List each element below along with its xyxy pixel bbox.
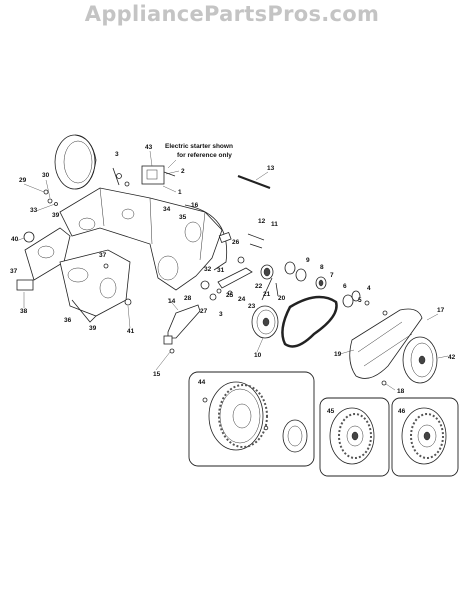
callout-37-left: 37 (10, 268, 18, 275)
callout-18: 18 (397, 388, 405, 395)
note-line-1: Electric starter shown (165, 143, 233, 150)
callout-46: 46 (398, 408, 406, 415)
shaft-hardware (218, 231, 388, 316)
callout-27: 27 (200, 308, 208, 315)
callout-28: 28 (184, 295, 192, 302)
callout-43: 43 (145, 144, 153, 151)
callout-36: 36 (64, 317, 72, 324)
wheel-right (381, 336, 438, 386)
handle-14 (163, 304, 201, 354)
callout-44: 44 (198, 379, 206, 386)
callout-29: 29 (19, 177, 27, 184)
callout-34: 34 (163, 206, 171, 213)
drive-plate (59, 249, 132, 323)
callout-33: 33 (30, 207, 38, 214)
callout-35: 35 (179, 214, 187, 221)
callout-37-right: 37 (99, 252, 107, 259)
callout-22: 22 (255, 283, 263, 290)
left-bracket-assembly (16, 227, 71, 291)
callout-4: 4 (367, 285, 371, 292)
callout-24: 24 (238, 296, 246, 303)
callout-39-bottom: 39 (89, 325, 97, 332)
callout-30: 30 (42, 172, 50, 179)
callout-16: 16 (191, 202, 199, 209)
main-frame (59, 187, 228, 291)
callout-41: 41 (127, 328, 135, 335)
electric-starter (141, 165, 176, 185)
belt-cover-19 (349, 308, 423, 379)
callout-19: 19 (334, 351, 342, 358)
callout-32: 32 (204, 266, 212, 273)
callout-25: 25 (226, 292, 234, 299)
callout-10: 10 (254, 352, 262, 359)
note-line-2: for reference only (177, 152, 232, 159)
callout-23: 23 (248, 303, 256, 310)
watermark: AppliancePartsPros.com (84, 2, 380, 26)
reference-note: Electric starter shown for reference onl… (165, 143, 233, 169)
callout-8: 8 (320, 264, 324, 271)
callout-11: 11 (271, 221, 278, 228)
callout-17: 17 (437, 307, 445, 314)
wheel-option-45-box (319, 397, 390, 477)
callout-40: 40 (11, 236, 19, 243)
callout-31: 31 (217, 267, 225, 274)
callout-20: 20 (278, 295, 286, 302)
callout-26: 26 (232, 239, 240, 246)
callout-6: 6 (343, 283, 347, 290)
upper-hardware (43, 167, 130, 206)
callout-45: 45 (327, 408, 335, 415)
wheel-upper-left (54, 134, 97, 190)
belt-6 (281, 295, 338, 348)
callout-9: 9 (306, 257, 310, 264)
leader-lines (15, 150, 449, 391)
callout-42: 42 (448, 354, 456, 361)
callout-2: 2 (181, 168, 185, 175)
callout-3: 3 (219, 311, 223, 318)
pulley-10 (251, 305, 279, 339)
callout-15: 15 (153, 371, 161, 378)
rod-13 (237, 174, 271, 190)
callout-12: 12 (258, 218, 266, 225)
arm-link (200, 267, 253, 301)
callout-14: 14 (168, 298, 176, 305)
callout-5: 5 (358, 297, 362, 304)
callout-13: 13 (267, 165, 275, 172)
callout-labels: 1 2 3 3 4 5 6 7 8 9 10 11 12 13 14 15 16… (10, 144, 456, 415)
callout-39-top: 39 (52, 212, 60, 219)
callout-21: 21 (263, 291, 271, 298)
wheel-options-box (188, 371, 315, 467)
callout-1: 1 (178, 189, 182, 196)
wheel-option-46-box (391, 397, 459, 477)
callout-38: 38 (20, 308, 28, 315)
callout-7: 7 (330, 272, 334, 279)
callout-3-top: 3 (115, 151, 119, 158)
